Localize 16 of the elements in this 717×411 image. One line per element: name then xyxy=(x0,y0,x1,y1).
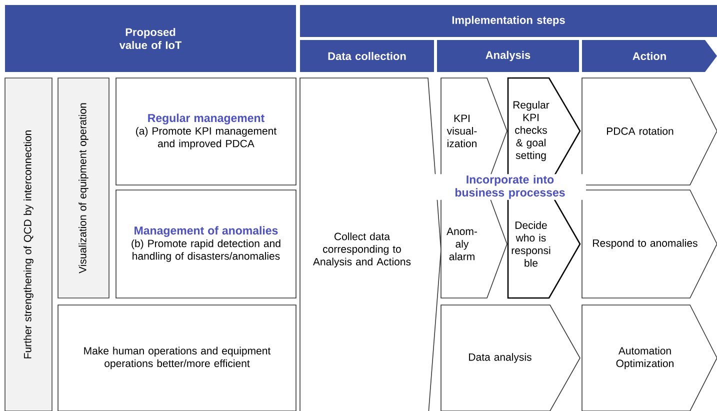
header-band: Proposed value of IoT xyxy=(5,5,296,72)
process-box: Management of anomalies (b) Promote rapid detection and handling of disasters/anomalies xyxy=(116,190,296,298)
header-band: Analysis xyxy=(437,40,579,72)
process-box: Data analysis xyxy=(440,304,580,411)
category-box: Visualization of equipment operation xyxy=(58,78,110,298)
category-box: Further strengthening of QCD by interconnection xyxy=(4,78,52,411)
header-band: Action xyxy=(582,40,717,72)
process-box: Automation Optimization xyxy=(582,304,717,411)
header-band: Data collection xyxy=(300,40,434,72)
callout-text: Incorporate into business processes xyxy=(434,174,586,200)
process-box: Make human operations and equipment operations better/more efficient xyxy=(58,304,296,411)
process-box: PDCA rotation xyxy=(582,78,717,186)
header-band: Implementation steps xyxy=(300,5,717,37)
process-box: Respond to anomalies xyxy=(582,190,717,298)
process-box: Collect data corresponding to Analysis and Actions xyxy=(300,78,442,411)
process-box: Regular management (a) Promote KPI management and improved PDCA xyxy=(116,78,296,186)
